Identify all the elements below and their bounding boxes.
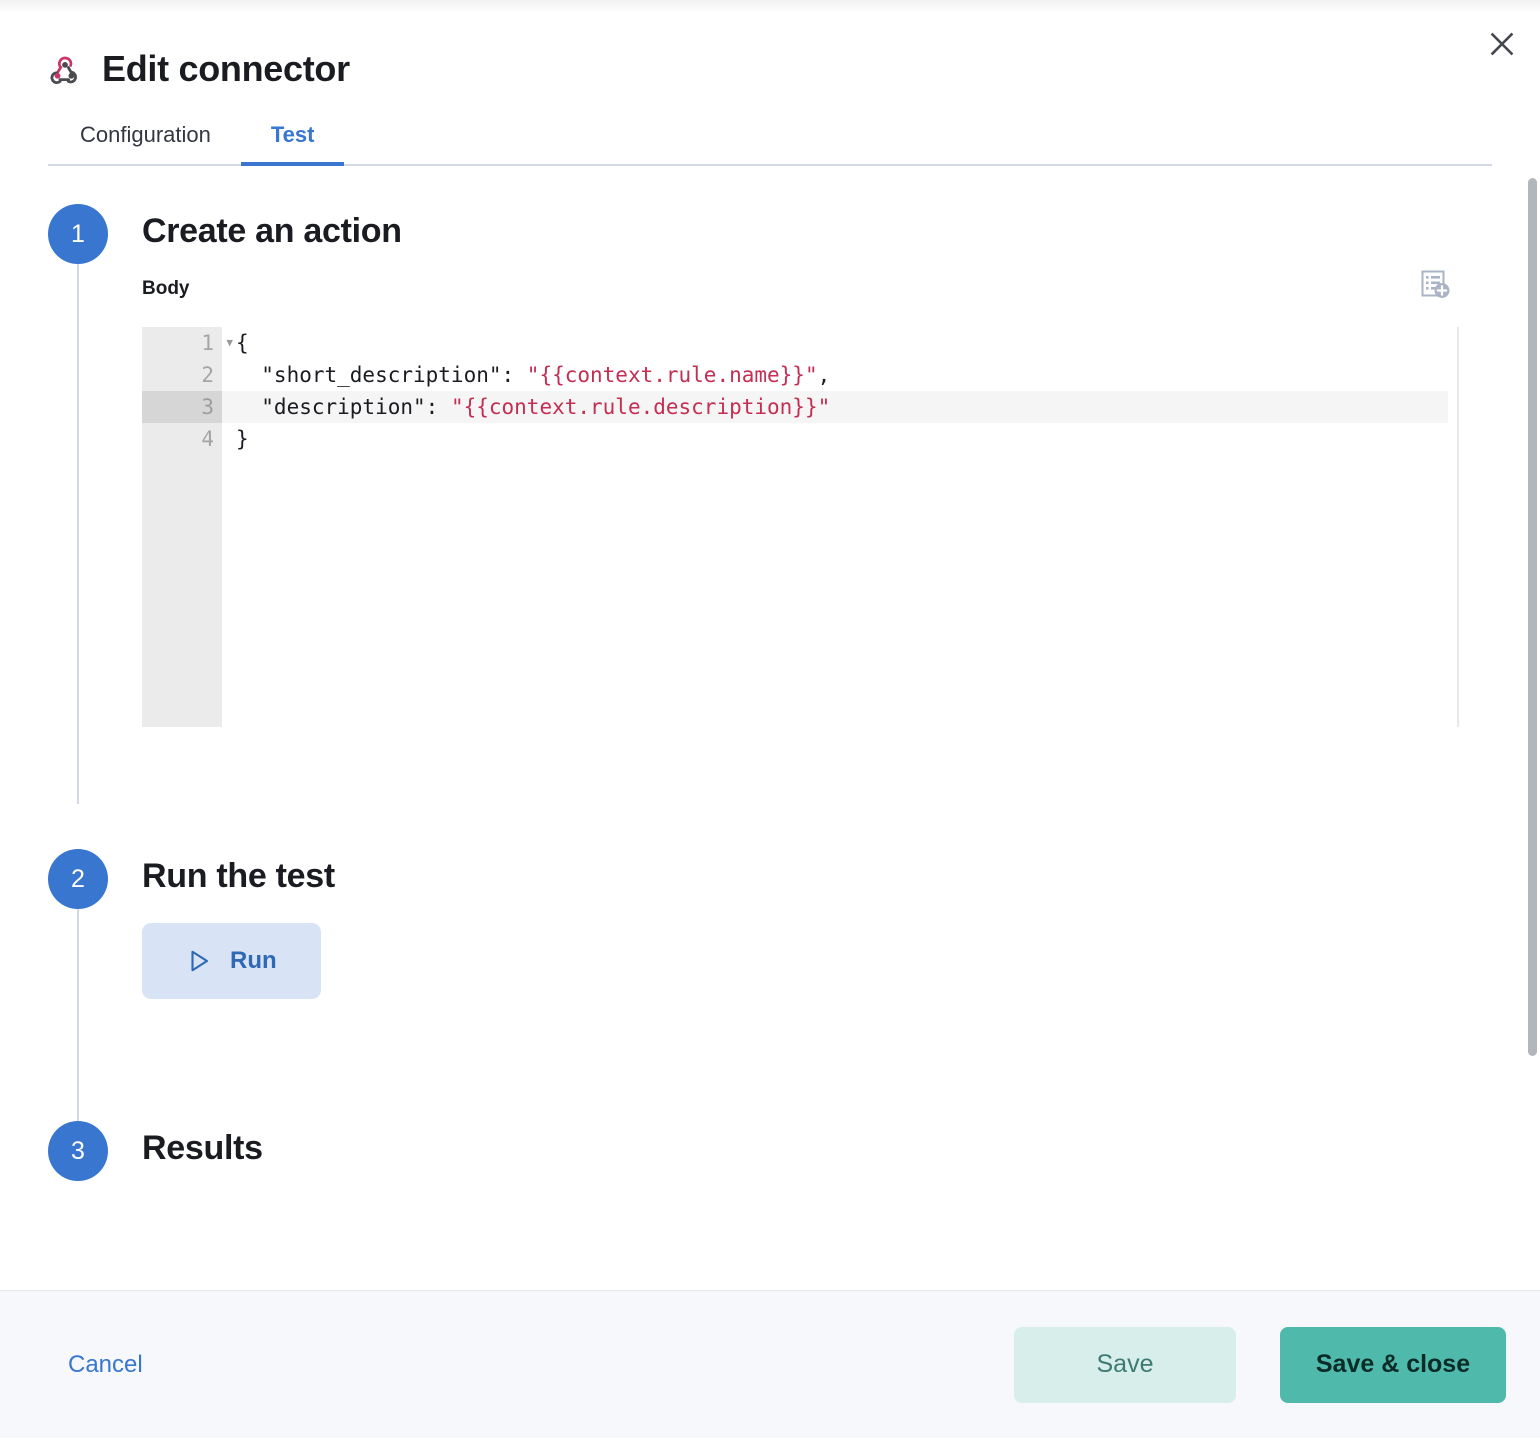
step-1-content: Body <box>142 256 1492 728</box>
step-2-title: Run the test <box>142 857 335 895</box>
step-results: 3 Results <box>48 1121 1492 1231</box>
code-token-string: "{{context.rule.name}}" <box>526 363 818 388</box>
step-run-the-test: 2 Run the test Run <box>48 849 1492 1121</box>
flyout-header: Edit connector Configuration Test <box>0 0 1540 166</box>
code-line-1[interactable]: { <box>222 327 1492 359</box>
step-2-content: Run <box>142 901 1492 1000</box>
gutter-line-4[interactable]: 4 <box>201 427 214 452</box>
run-button-label: Run <box>230 947 277 975</box>
step-3-title: Results <box>142 1129 263 1167</box>
close-icon <box>1489 31 1515 57</box>
webhook-icon <box>48 52 82 86</box>
code-line-3[interactable]: "description": "{{context.rule.descripti… <box>222 391 1448 424</box>
editor-content[interactable]: { "short_description": "{{context.rule.n… <box>222 327 1492 728</box>
flyout-body-scroll-area[interactable]: 1 Create an action Body <box>0 166 1540 1290</box>
list-add-icon <box>1418 270 1452 305</box>
code-token: "description": <box>236 395 451 420</box>
add-variable-button[interactable] <box>1418 268 1452 305</box>
cancel-button[interactable]: Cancel <box>64 1341 147 1389</box>
save-button[interactable]: Save <box>1014 1326 1236 1403</box>
print-margin-guide <box>1457 327 1459 728</box>
gutter-line-3[interactable]: 3 <box>142 391 222 424</box>
gutter-line-1[interactable]: 1 ▼ <box>142 327 233 359</box>
code-line-4[interactable]: } <box>222 423 1492 455</box>
close-icon-button[interactable] <box>1480 22 1524 66</box>
step-1-bullet: 1 <box>48 204 108 264</box>
fold-toggle-icon[interactable]: ▼ <box>226 336 233 350</box>
tab-configuration[interactable]: Configuration <box>48 124 241 166</box>
tab-bar: Configuration Test <box>48 124 1492 166</box>
save-and-close-button[interactable]: Save & close <box>1280 1326 1506 1403</box>
body-field-header: Body <box>142 270 1492 305</box>
vertical-scrollbar[interactable] <box>1526 166 1540 1290</box>
gutter-line-2[interactable]: 2 <box>201 363 214 388</box>
gutter-line-number: 1 <box>201 331 214 356</box>
step-connector-line <box>77 909 79 1121</box>
step-2-bullet: 2 <box>48 849 108 909</box>
step-1-title: Create an action <box>142 212 402 250</box>
code-token: , <box>817 363 831 388</box>
body-field-label: Body <box>142 278 190 300</box>
step-create-an-action: 1 Create an action Body <box>48 204 1492 804</box>
code-token: } <box>236 427 249 452</box>
title-row: Edit connector <box>48 40 1492 98</box>
run-button[interactable]: Run <box>142 923 321 1000</box>
step-3-bullet: 3 <box>48 1121 108 1181</box>
step-connector-line <box>77 264 79 804</box>
code-token: "short_description": <box>236 363 527 388</box>
code-token: { <box>236 331 249 356</box>
flyout-footer: Cancel Save Save & close <box>0 1290 1540 1438</box>
code-line-2[interactable]: "short_description": "{{context.rule.nam… <box>222 359 1492 391</box>
page-title: Edit connector <box>102 48 350 90</box>
flyout-body: 1 Create an action Body <box>0 166 1540 1231</box>
scrollbar-thumb[interactable] <box>1528 178 1537 1056</box>
tab-test[interactable]: Test <box>240 124 345 166</box>
code-token-string: "{{context.rule.description}}" <box>450 395 831 420</box>
editor-gutter: 1 ▼ 2 3 4 <box>142 327 233 728</box>
play-triangle-icon <box>186 948 212 974</box>
body-code-editor[interactable]: 1 ▼ 2 3 4 { "short_description": "{ <box>142 327 1492 728</box>
test-steps: 1 Create an action Body <box>48 204 1492 1231</box>
